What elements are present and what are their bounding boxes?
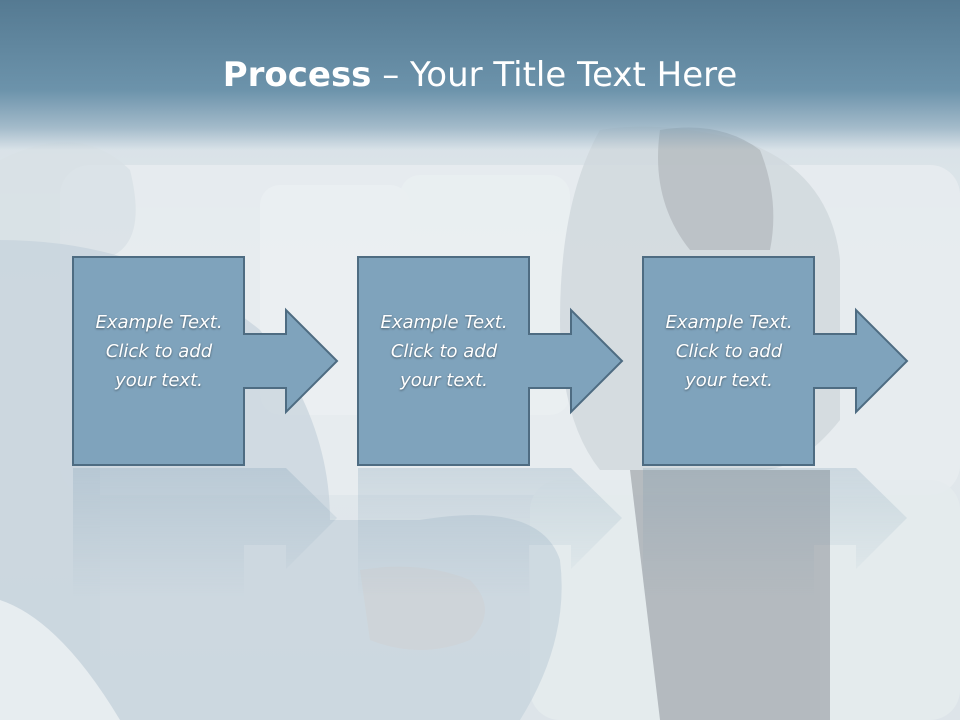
step-line-1: Example Text.: [665, 312, 793, 333]
title-band: [0, 0, 960, 150]
process-step-1[interactable]: Example Text. Click to add your text.: [72, 256, 362, 468]
step-line-1: Example Text.: [95, 312, 223, 333]
step-line-3: your text.: [115, 370, 203, 391]
title-rest: – Your Title Text Here: [371, 55, 738, 95]
step-line-3: your text.: [685, 370, 773, 391]
slide-title[interactable]: Process – Your Title Text Here: [0, 52, 960, 98]
step-reflection-3: [642, 468, 932, 598]
arrow-box-shape: [642, 256, 909, 466]
step-text[interactable]: Example Text. Click to add your text.: [357, 308, 531, 395]
title-bold: Process: [222, 55, 372, 95]
process-step-2[interactable]: Example Text. Click to add your text.: [357, 256, 647, 468]
step-line-2: Click to add: [675, 341, 783, 362]
process-step-3[interactable]: Example Text. Click to add your text.: [642, 256, 932, 468]
step-text[interactable]: Example Text. Click to add your text.: [642, 308, 816, 395]
arrow-box-shape: [72, 256, 339, 466]
step-line-1: Example Text.: [380, 312, 508, 333]
step-reflection-2: [357, 468, 647, 598]
step-line-3: your text.: [400, 370, 488, 391]
arrow-box-shape: [357, 256, 624, 466]
step-line-2: Click to add: [105, 341, 213, 362]
step-text[interactable]: Example Text. Click to add your text.: [72, 308, 246, 395]
step-line-2: Click to add: [390, 341, 498, 362]
step-reflection-1: [72, 468, 362, 598]
